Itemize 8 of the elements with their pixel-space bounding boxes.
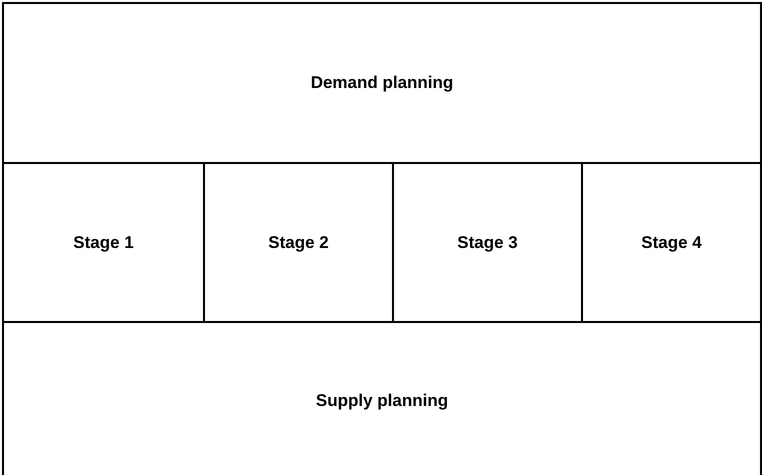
box-label: Stage 3 [457, 232, 518, 254]
box-label: Demand planning [310, 72, 454, 94]
box-label: Supply planning [316, 390, 448, 412]
box-label: Stage 4 [641, 232, 702, 254]
stage-box [2, 321, 762, 475]
box-label: Stage 1 [73, 232, 134, 254]
box-label: Stage 2 [268, 232, 329, 254]
stage-box [2, 2, 762, 164]
